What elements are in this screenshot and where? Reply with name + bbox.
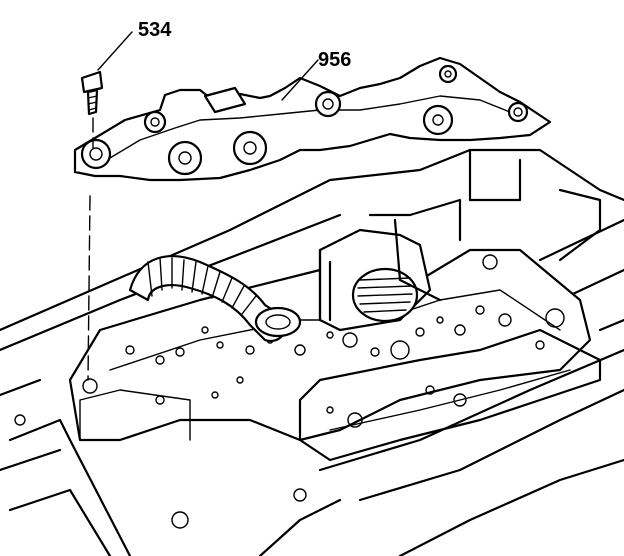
callout-956: 956 — [318, 49, 351, 71]
valve-body-holes — [14, 254, 565, 529]
bolt-leader-line — [97, 31, 133, 71]
alignment-guide-line — [87, 117, 94, 381]
bolt — [80, 70, 104, 116]
valve-body — [14, 248, 602, 529]
cover-leader-line — [281, 59, 319, 101]
transmission-case — [0, 148, 624, 556]
wiring-harness — [128, 255, 302, 343]
solenoid-assembly — [318, 198, 462, 332]
callout-534: 534 — [138, 19, 172, 41]
cover-bosses — [80, 64, 529, 176]
cover-plate — [73, 56, 552, 182]
